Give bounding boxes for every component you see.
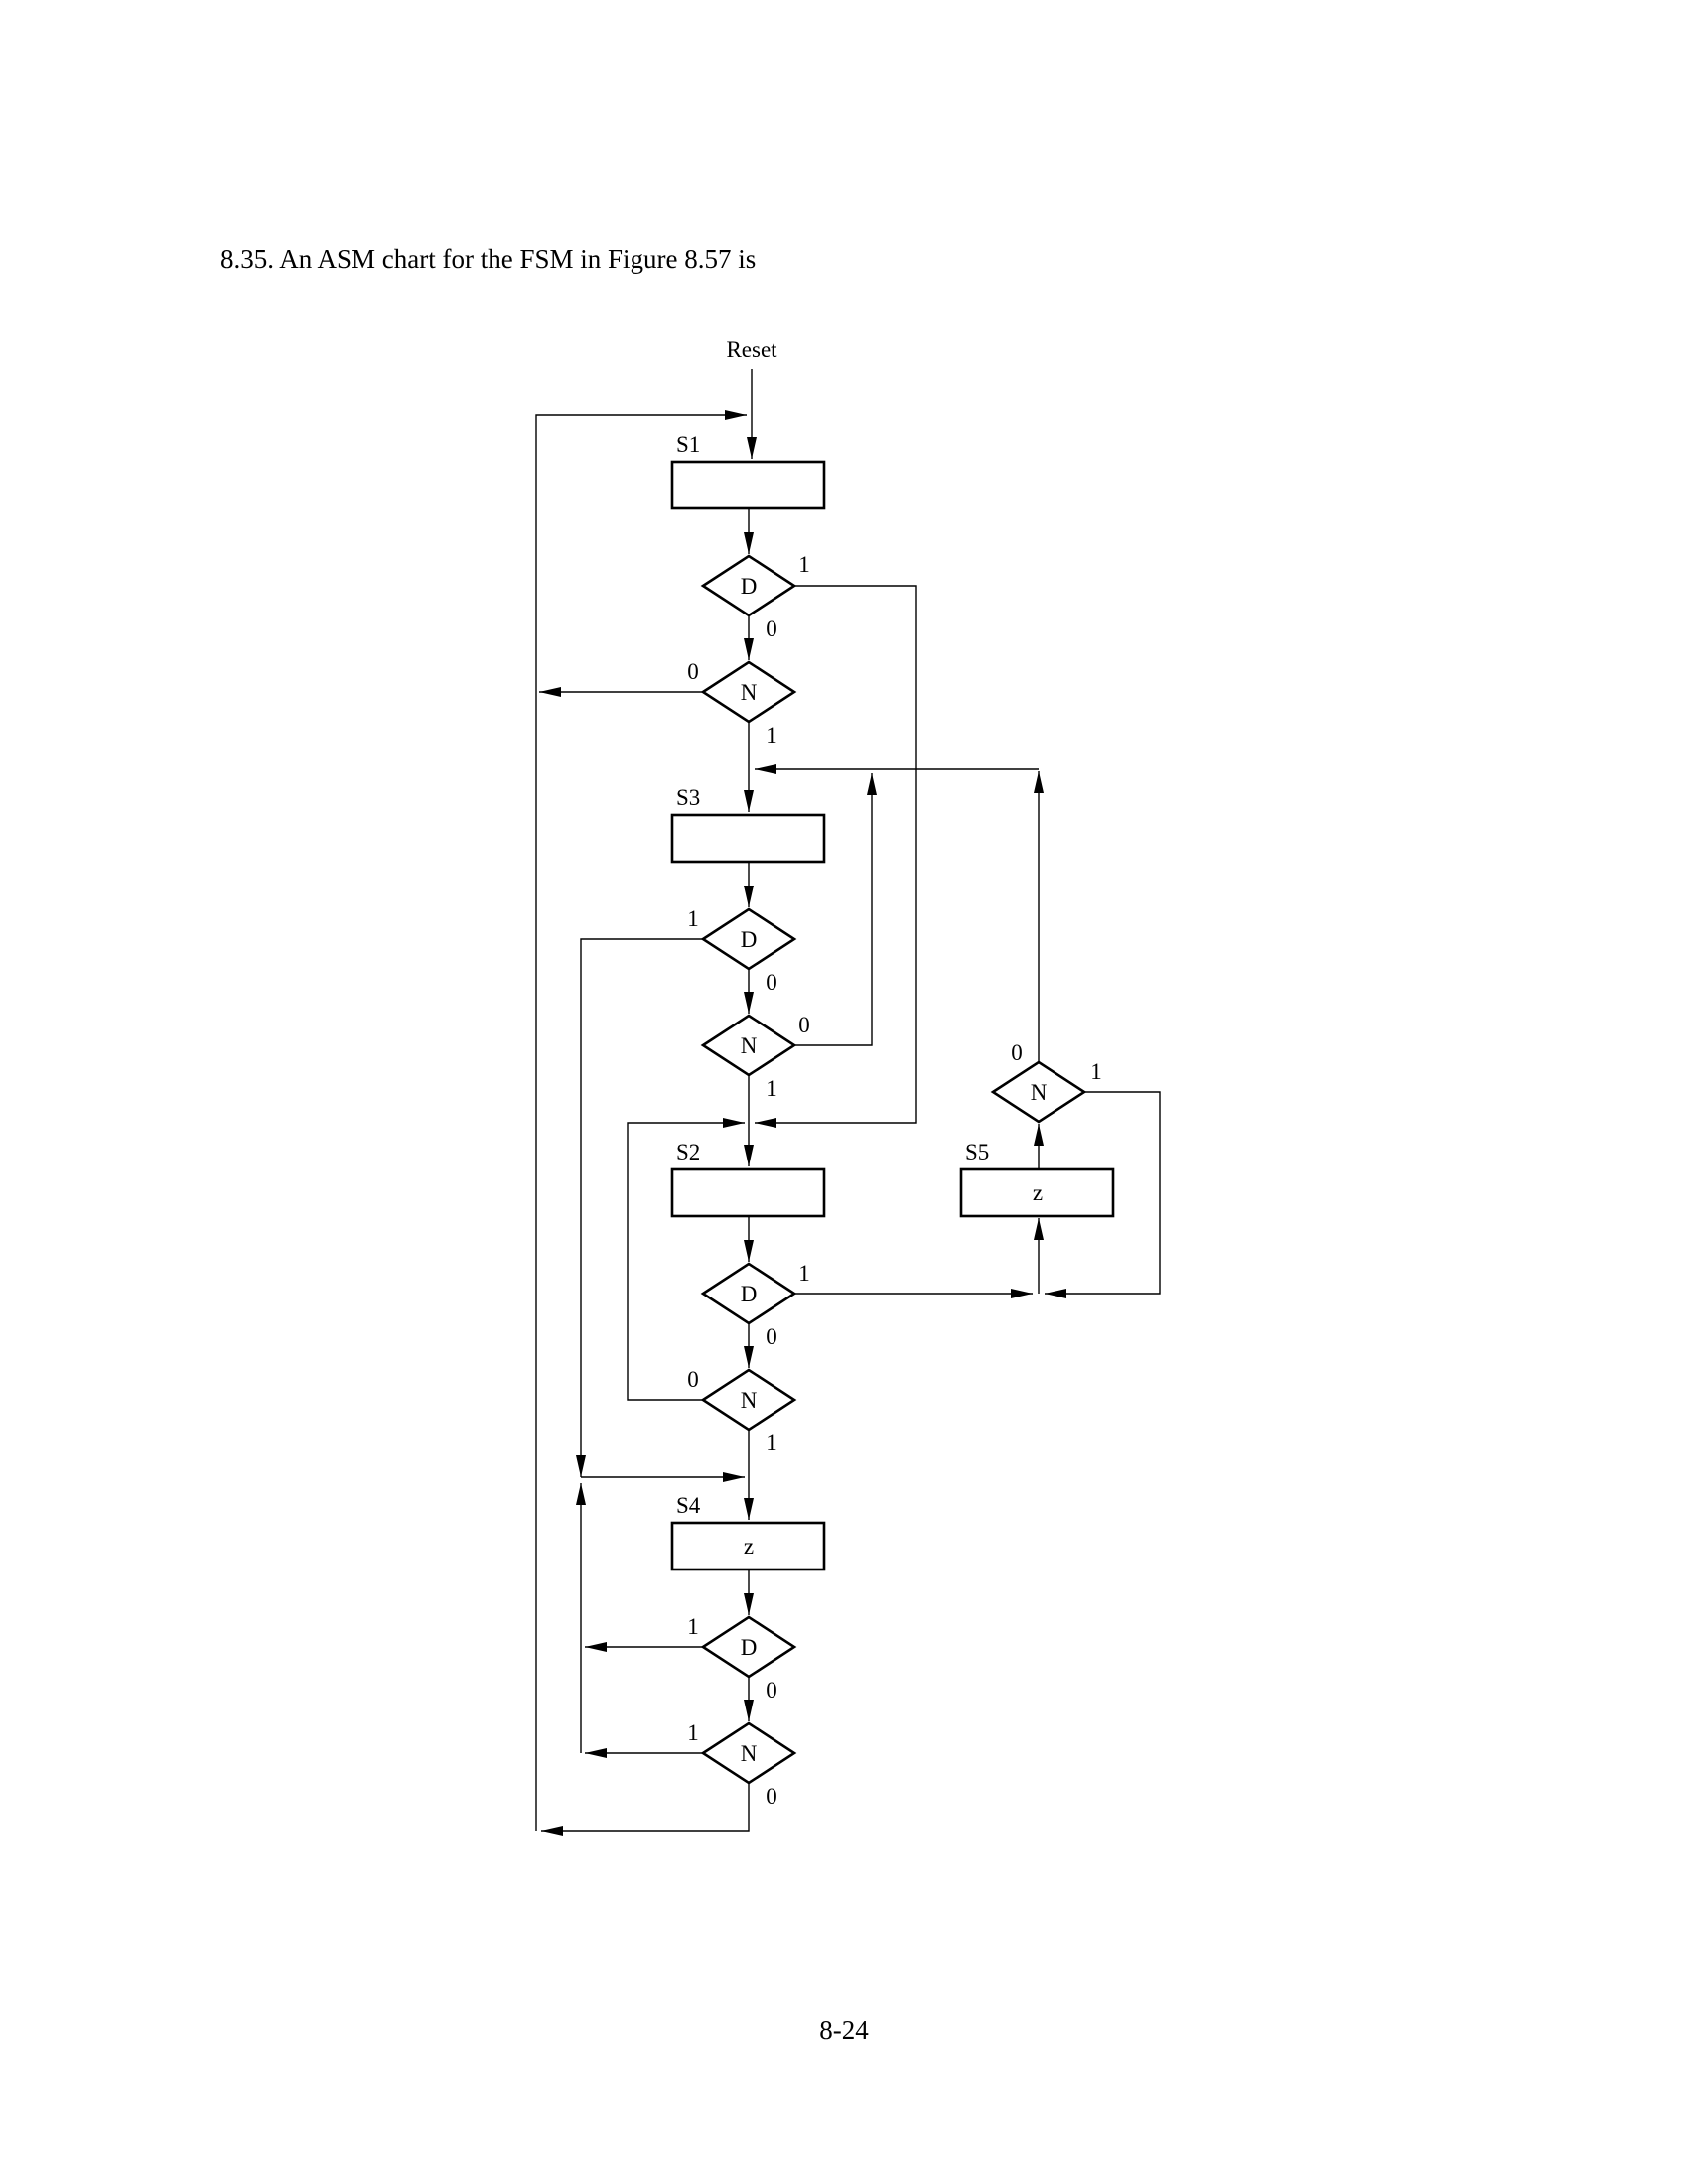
return-to-s1-wire: [535, 410, 747, 1831]
state-s2-name: S2: [676, 1140, 700, 1164]
state-s4-box: [670, 1521, 826, 1571]
state-s4-output: z: [744, 1534, 754, 1559]
s3-n-0-wire: [794, 773, 877, 1046]
decision-s2-d-exit-1: 1: [798, 1261, 810, 1286]
decision-s5-n-input: N: [1031, 1080, 1048, 1105]
s4-n-0-wire: [541, 1783, 750, 1836]
state-s5-name: S5: [965, 1140, 989, 1164]
decision-s4-d: [700, 1615, 797, 1679]
state-s5-box: [959, 1167, 1115, 1218]
decision-s4-n: [700, 1721, 797, 1785]
decision-s1-n-exit-0: 0: [687, 659, 699, 684]
decision-s3-n-exit-0: 0: [798, 1013, 810, 1037]
s5-n-1-wire: [1045, 1091, 1161, 1298]
page-number: 8-24: [819, 2015, 869, 2045]
decision-s3-n-input: N: [741, 1033, 758, 1058]
s1-d-1-wire: [755, 585, 917, 1128]
decision-s3-d-exit-1: 1: [687, 906, 699, 931]
decision-s4-n-exit-1: 1: [687, 1720, 699, 1745]
state-s1-box: [670, 460, 826, 510]
decision-s1-n-exit-1: 1: [766, 723, 777, 748]
reset-label: Reset: [726, 338, 777, 362]
problem-heading: 8.35. An ASM chart for the FSM in Figure…: [220, 244, 757, 274]
decision-s5-n-exit-1: 1: [1090, 1059, 1102, 1084]
decision-s4-d-input: D: [741, 1635, 758, 1660]
state-s4-name: S4: [676, 1493, 701, 1518]
decision-s1-n: [700, 660, 797, 724]
decision-s2-n-exit-0: 0: [687, 1367, 699, 1392]
s2-n-0-wire: [627, 1118, 745, 1401]
decision-s4-d-exit-0: 0: [766, 1678, 777, 1703]
decision-s1-d-exit-0: 0: [766, 616, 777, 641]
state-s3-box: [670, 813, 826, 864]
state-s1-name: S1: [676, 432, 700, 457]
decision-s2-d-exit-0: 0: [766, 1324, 777, 1349]
decision-s4-n-input: N: [741, 1741, 758, 1766]
state-s3-name: S3: [676, 785, 700, 810]
state-s5-output: z: [1033, 1180, 1043, 1205]
decision-s2-n-input: N: [741, 1388, 758, 1413]
decision-s3-d: [700, 907, 797, 971]
decision-s5-n-exit-0: 0: [1011, 1040, 1023, 1065]
decision-s2-n-exit-1: 1: [766, 1431, 777, 1455]
decision-s2-d-input: D: [741, 1282, 758, 1306]
s3-d-1-wire: [576, 938, 703, 1477]
state-s2-box: [670, 1167, 826, 1218]
decision-s1-n-input: N: [741, 680, 758, 705]
decision-s4-d-exit-1: 1: [687, 1614, 699, 1639]
decision-s3-d-exit-0: 0: [766, 970, 777, 995]
decision-s4-n-exit-0: 0: [766, 1784, 777, 1809]
decision-s3-d-input: D: [741, 927, 758, 952]
decision-s3-n-exit-1: 1: [766, 1076, 777, 1101]
decision-s1-d-input: D: [741, 574, 758, 599]
decision-s1-d-exit-1: 1: [798, 552, 810, 577]
decision-s2-n: [700, 1368, 797, 1432]
